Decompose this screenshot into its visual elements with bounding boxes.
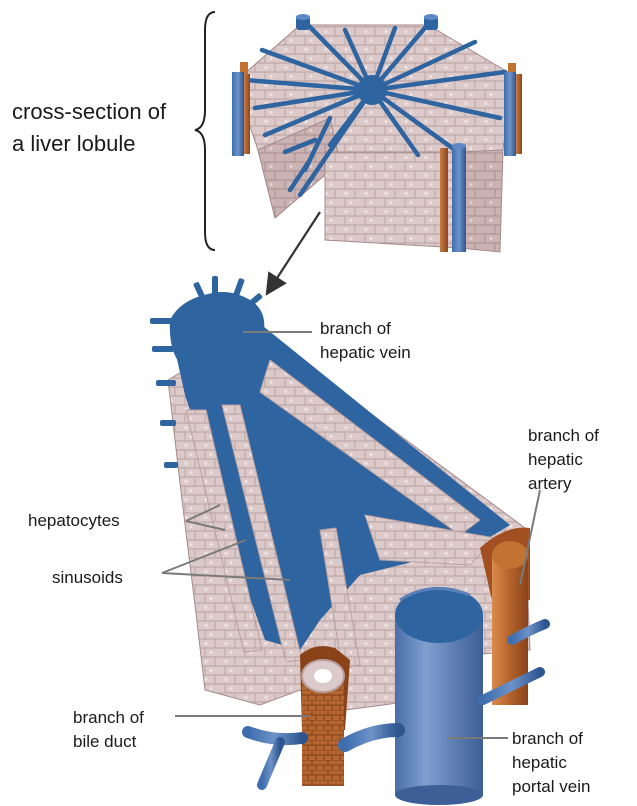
- label-hepatic-portal-vein-line2: hepatic: [512, 751, 590, 775]
- label-sinusoids: sinusoids: [52, 566, 123, 590]
- lobule-brace: [195, 12, 215, 250]
- label-hepatic-vein: branch of hepatic vein: [320, 317, 411, 365]
- label-hepatic-artery-line3: artery: [528, 472, 599, 496]
- zoom-arrow: [268, 212, 320, 292]
- label-hepatic-portal-vein-line1: branch of: [512, 727, 590, 751]
- label-liver-lobule: cross-section of a liver lobule: [12, 96, 166, 160]
- label-hepatic-artery-line2: hepatic: [528, 448, 599, 472]
- label-liver-lobule-line1: cross-section of: [12, 96, 166, 128]
- lobule-cross-section: [232, 14, 522, 252]
- label-bile-duct: branch of bile duct: [73, 706, 144, 754]
- label-hepatic-artery-line1: branch of: [528, 424, 599, 448]
- label-hepatic-vein-line2: hepatic vein: [320, 341, 411, 365]
- label-hepatic-portal-vein-line3: portal vein: [512, 775, 590, 799]
- label-hepatic-vein-line1: branch of: [320, 317, 411, 341]
- label-hepatic-portal-vein: branch of hepatic portal vein: [512, 727, 590, 799]
- label-hepatic-artery: branch of hepatic artery: [528, 424, 599, 496]
- label-hepatocytes: hepatocytes: [28, 509, 120, 533]
- label-liver-lobule-line2: a liver lobule: [12, 128, 166, 160]
- label-bile-duct-line1: branch of: [73, 706, 144, 730]
- label-bile-duct-line2: bile duct: [73, 730, 144, 754]
- central-vein: [357, 75, 387, 105]
